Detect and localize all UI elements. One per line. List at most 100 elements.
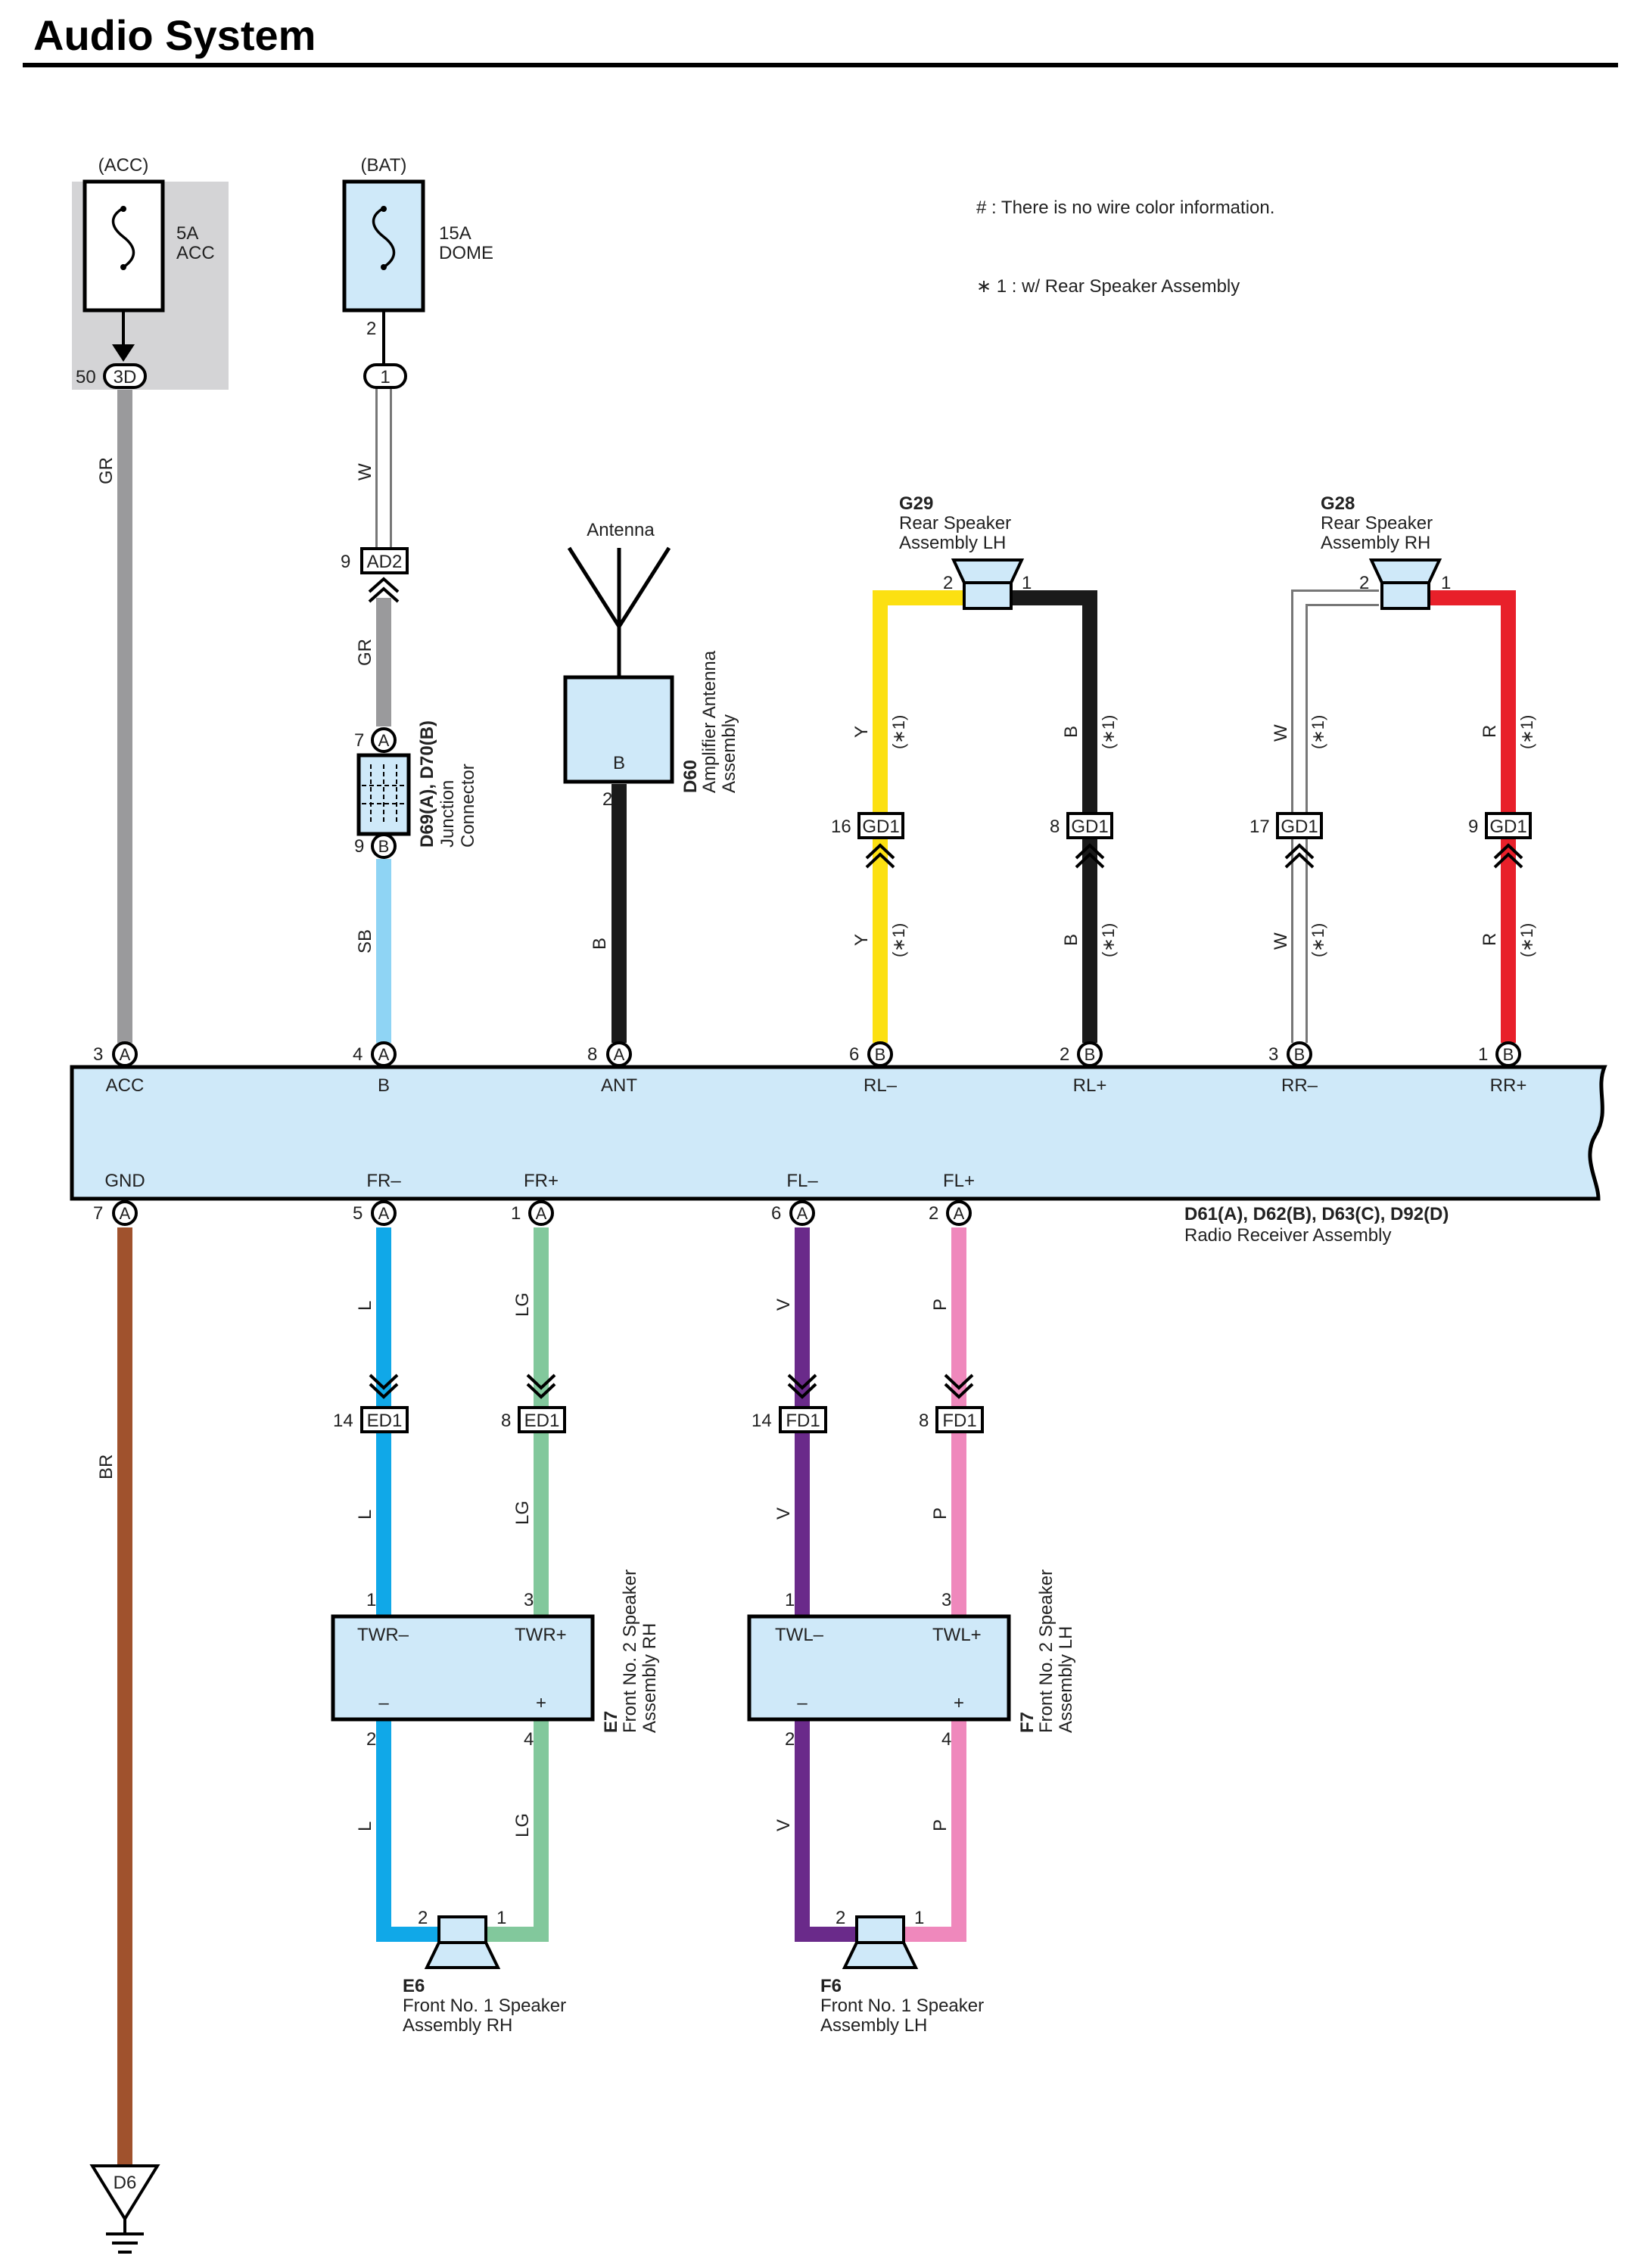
svg-text:1: 1	[914, 1908, 924, 1928]
gd1-rl-minus: GD1 16	[831, 812, 904, 869]
wire-color-labels: GR W GR SB B Y (∗1) Y (∗1) B (∗1) B (∗1)…	[96, 457, 1536, 1837]
svg-text:P: P	[930, 1299, 951, 1311]
pin-fl-minus: FL– A 6	[771, 1171, 818, 1226]
fuse-bat-rating: 15A	[439, 223, 471, 244]
receiver-bottom-pins: GND A 7 FR– A 5 FR+ A 1 FL– A 6 FL+ A 2	[93, 1171, 975, 1226]
junction-line1: Junction	[437, 780, 458, 848]
svg-text:1: 1	[785, 1590, 795, 1610]
svg-text:SB: SB	[355, 929, 375, 954]
svg-text:2: 2	[785, 1729, 795, 1750]
svg-text:–: –	[378, 1693, 389, 1713]
svg-text:L: L	[355, 1822, 375, 1831]
front-no2-speaker-lh: 1 3 TWL– TWL+ – + 2 4 F7 Front No. 2 Spe…	[747, 1570, 1076, 1750]
connector-1-id: 1	[380, 367, 390, 387]
f6-speaker-icon	[842, 1941, 919, 1969]
svg-text:3: 3	[1268, 1044, 1278, 1065]
f7-line2: Assembly LH	[1056, 1626, 1076, 1733]
svg-text:RL+: RL+	[1073, 1075, 1107, 1096]
pin-rr-minus: B 3 RR–	[1268, 1041, 1318, 1096]
svg-text:2: 2	[1359, 573, 1369, 593]
wire-rr-minus-w	[1291, 590, 1379, 1043]
svg-text:GD1: GD1	[1071, 817, 1108, 837]
svg-text:LG: LG	[512, 1813, 533, 1837]
pin-rl-minus: B 6 RL–	[849, 1041, 898, 1096]
e7-line1: Front No. 2 Speaker	[620, 1570, 640, 1733]
svg-text:TWR–: TWR–	[357, 1625, 409, 1645]
svg-text:(∗1): (∗1)	[889, 715, 908, 749]
svg-text:W: W	[355, 463, 375, 481]
g28-line2: Assembly RH	[1321, 533, 1430, 553]
svg-text:V: V	[773, 1819, 794, 1831]
connector-ad2: AD2 9	[341, 547, 409, 603]
svg-text:1: 1	[511, 1203, 521, 1224]
svg-text:14: 14	[333, 1411, 353, 1431]
svg-text:FL+: FL+	[943, 1171, 975, 1191]
svg-text:A: A	[797, 1204, 808, 1223]
svg-text:A: A	[378, 1204, 390, 1223]
wire-fr-minus-l	[376, 1227, 439, 1942]
svg-text:FL–: FL–	[786, 1171, 818, 1191]
pin-rl-plus: B 2 RL+	[1060, 1041, 1107, 1096]
svg-text:8: 8	[587, 1044, 597, 1065]
junction-code: D69(A), D70(B)	[417, 720, 437, 848]
svg-text:FD1: FD1	[786, 1411, 820, 1431]
svg-text:(∗1): (∗1)	[1309, 923, 1327, 957]
junction-line2: Connector	[458, 764, 478, 848]
svg-text:2: 2	[1060, 1044, 1069, 1065]
svg-text:FD1: FD1	[942, 1411, 976, 1431]
svg-text:R: R	[1480, 933, 1500, 946]
f6-line2: Assembly LH	[820, 2015, 927, 2036]
svg-text:(∗1): (∗1)	[1517, 715, 1536, 749]
svg-text:2: 2	[943, 573, 953, 593]
svg-text:A: A	[378, 1045, 390, 1064]
connector-ad2-id: AD2	[367, 552, 403, 572]
svg-text:1: 1	[496, 1908, 506, 1928]
receiver-name: Radio Receiver Assembly	[1184, 1225, 1391, 1246]
front-no1-speaker-lh: 2 1 F6 Front No. 1 Speaker Assembly LH	[820, 1908, 984, 2036]
svg-text:RR–: RR–	[1281, 1075, 1318, 1096]
wire-fl-minus-v	[795, 1227, 857, 1942]
f7-code: F7	[1017, 1712, 1038, 1733]
svg-text:8: 8	[1050, 817, 1060, 837]
svg-text:ANT: ANT	[601, 1075, 637, 1096]
svg-text:V: V	[773, 1507, 794, 1520]
connector-ad2-pin: 9	[341, 552, 350, 572]
svg-text:(∗1): (∗1)	[1099, 923, 1118, 957]
ground-d6: D6	[89, 2164, 160, 2254]
gd1-rr-plus: GD1 9	[1468, 812, 1532, 869]
svg-text:1: 1	[1441, 573, 1451, 593]
svg-text:6: 6	[771, 1203, 781, 1224]
svg-text:GR: GR	[96, 457, 117, 484]
connector-3d-pin: 50	[76, 367, 96, 387]
svg-text:ED1: ED1	[367, 1411, 403, 1431]
svg-text:B: B	[378, 1075, 390, 1096]
svg-text:A: A	[378, 731, 390, 750]
svg-text:TWL–: TWL–	[775, 1625, 824, 1645]
front-no2-speaker-rh: 1 3 TWR– TWR+ – + 2 4 E7 Front No. 2 Spe…	[331, 1570, 660, 1750]
e6-line2: Assembly RH	[403, 2015, 512, 2036]
g29-line1: Rear Speaker	[899, 513, 1011, 534]
front-no1-speaker-rh: 2 1 E6 Front No. 1 Speaker Assembly RH	[403, 1908, 566, 2036]
svg-text:B: B	[1085, 1045, 1096, 1064]
page-title: Audio System	[33, 11, 316, 59]
svg-text:GD1: GD1	[1281, 817, 1318, 837]
e6-speaker-icon	[424, 1941, 501, 1969]
f7-line1: Front No. 2 Speaker	[1036, 1570, 1057, 1733]
g28-code: G28	[1321, 493, 1355, 514]
svg-text:5: 5	[353, 1203, 363, 1224]
radio-receiver: D61(A), D62(B), D63(C), D92(D) Radio Rec…	[70, 1065, 1607, 1246]
antenna-assembly: Antenna B 2 D60 Amplifier Antenna Assemb…	[563, 520, 739, 810]
svg-text:L: L	[355, 1301, 375, 1311]
svg-text:R: R	[1480, 725, 1500, 738]
connector-3d-id: 3D	[114, 367, 137, 387]
svg-text:7: 7	[93, 1203, 103, 1224]
receiver-top-pins: A 3 ACC A 4 B A 8 ANT B 6 RL– B 2 RL+	[93, 1041, 1526, 1096]
svg-text:V: V	[773, 1299, 794, 1311]
connector-3d	[103, 363, 147, 389]
svg-text:4: 4	[353, 1044, 363, 1065]
svg-text:3: 3	[941, 1590, 951, 1610]
ground-icon	[89, 2164, 160, 2222]
svg-text:LG: LG	[512, 1501, 533, 1525]
rear-speaker-rh: G28 Rear Speaker Assembly RH 2 1	[1321, 493, 1451, 610]
ed1-fr-minus: ED1 14	[333, 1374, 409, 1433]
